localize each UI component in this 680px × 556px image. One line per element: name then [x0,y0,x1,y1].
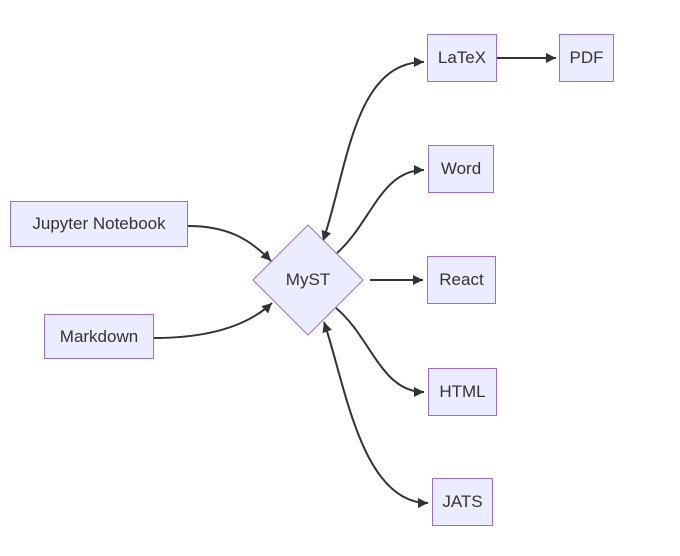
node-react: React [427,256,496,304]
node-myst-label: MyST [285,270,331,289]
node-myst: MyST [253,268,363,292]
node-word-label: Word [440,159,482,178]
node-html-label: HTML [439,382,486,401]
node-latex: LaTeX [427,34,497,82]
node-react-label: React [439,270,484,289]
edge-myst-jats-bidirectional [322,321,429,508]
node-word: Word [428,145,494,193]
node-pdf: PDF [559,34,614,82]
edge-myst-to-html [335,307,425,397]
edge-myst-latex-bidirectional [321,57,425,242]
node-jupyter-notebook: Jupyter Notebook [10,201,188,247]
node-pdf-label: PDF [569,48,604,67]
node-jats: JATS [432,478,493,526]
node-latex-label: LaTeX [437,48,487,67]
myst-node-shape [252,224,364,336]
edge-markdown-to-myst [153,302,273,339]
node-markdown: Markdown [44,314,154,359]
edge-myst-to-word [336,165,425,254]
node-markdown-label: Markdown [59,326,139,346]
node-jupyter-notebook-label: Jupyter Notebook [32,214,166,233]
edge-jupyter-to-myst [187,225,272,262]
node-jats-label: JATS [442,492,483,511]
node-html: HTML [428,368,497,416]
